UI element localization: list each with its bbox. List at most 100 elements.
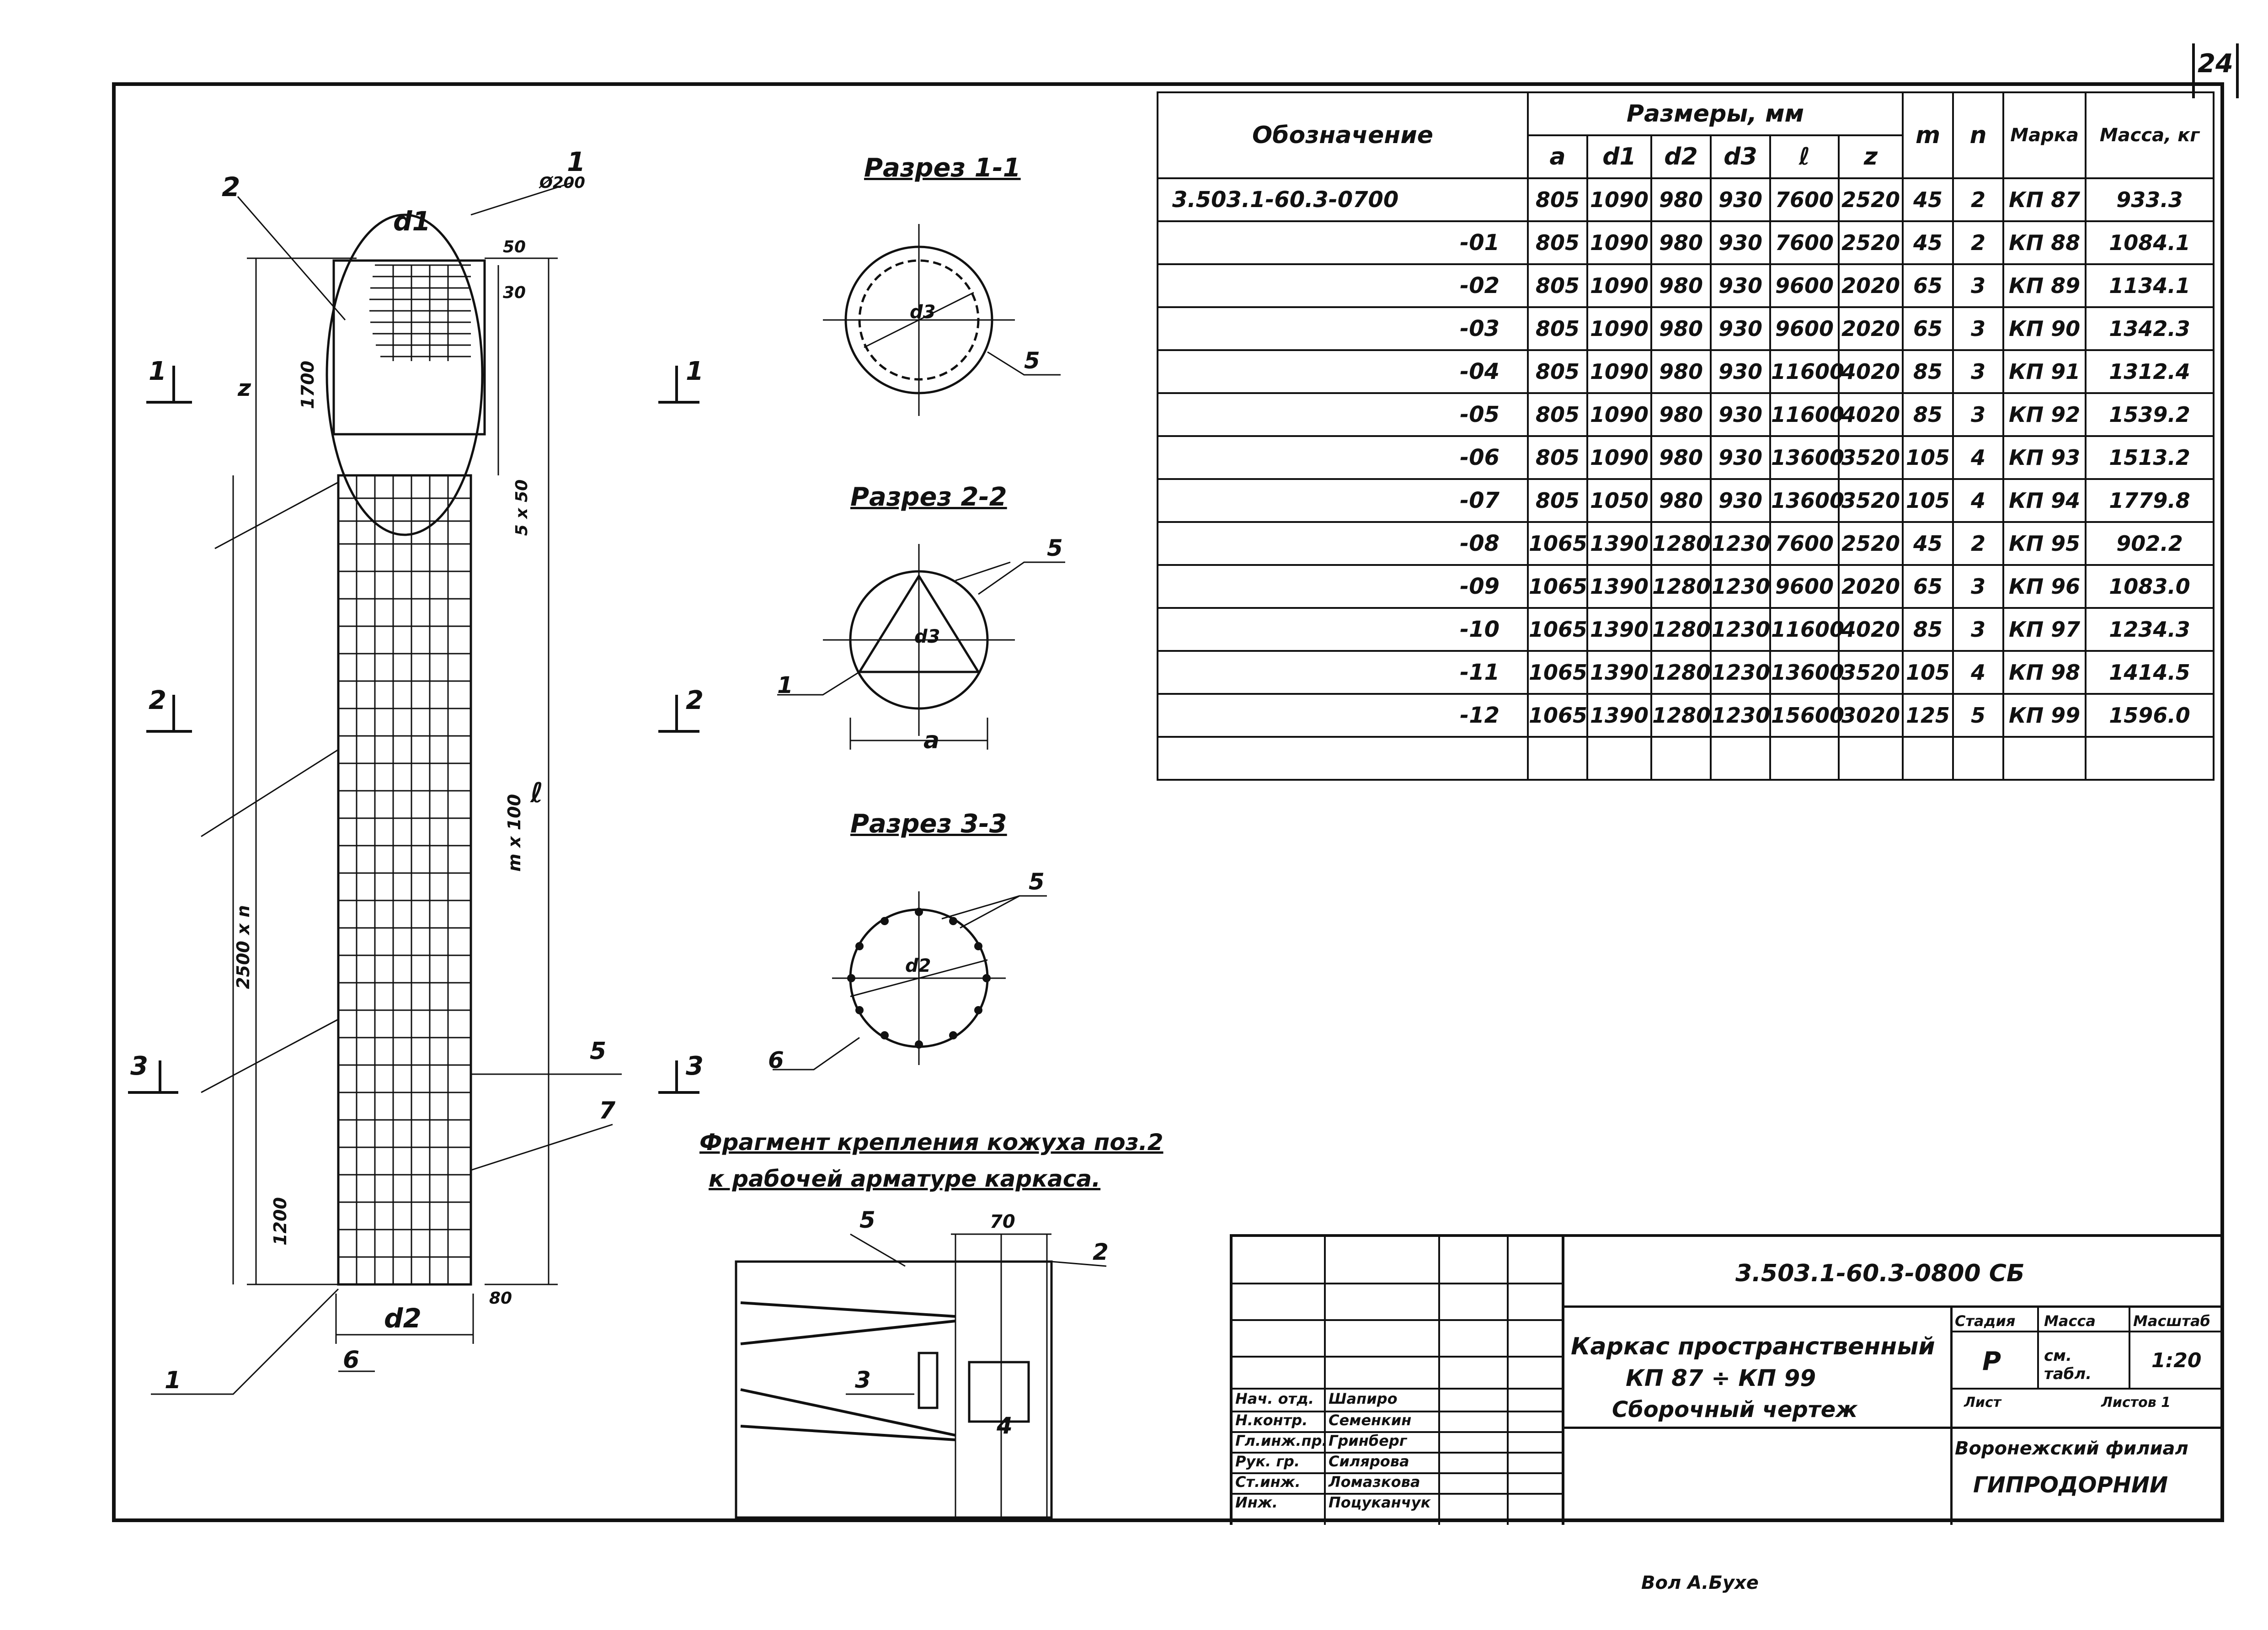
table-cell: 4020 (1837, 607, 1904, 652)
dim-m100-label: m x 100 (504, 794, 524, 872)
table-cell: 105 (1902, 650, 1954, 695)
cut-2-left: 2 (149, 686, 166, 715)
th-col-d1: d1 (1586, 134, 1652, 179)
fragment-pos4: 4 (997, 1412, 1013, 1439)
table-cell: 1390 (1586, 521, 1652, 566)
footer-signature: Вол А.Бухе (1641, 1572, 1759, 1593)
table-cell: 7600 (1769, 521, 1840, 566)
hatch (369, 264, 471, 361)
table-cell: 11600 (1769, 349, 1844, 394)
th-col-l: ℓ (1769, 134, 1840, 179)
designation-cell: -11 (1157, 650, 1529, 695)
table-cell: 65 (1902, 306, 1954, 351)
designation-cell: -08 (1157, 521, 1529, 566)
table-cell (1710, 736, 1771, 781)
table-cell: 980 (1650, 220, 1712, 265)
table-cell: 805 (1527, 220, 1588, 265)
designation-cell: -03 (1157, 306, 1529, 351)
table-cell: 3 (1952, 349, 2005, 394)
table-cell: 2520 (1837, 521, 1904, 566)
designation-cell: -07 (1157, 478, 1529, 523)
table-cell: 2 (1952, 177, 2005, 222)
table-cell (2085, 736, 2215, 781)
table-cell: 1230 (1710, 521, 1771, 566)
table-cell: 930 (1710, 177, 1771, 222)
designation-cell: -05 (1157, 392, 1529, 437)
table-cell: 1090 (1586, 263, 1652, 308)
table-cell: 1083.0 (2085, 564, 2215, 609)
scale-value: 1:20 (2151, 1349, 2202, 1372)
table-cell: 1342.3 (2085, 306, 2215, 351)
table-cell: 1280 (1650, 693, 1712, 738)
table-cell (1527, 736, 1588, 781)
table-cell: 1065 (1527, 650, 1588, 695)
table-cell: 65 (1902, 263, 1954, 308)
table-cell: 7600 (1769, 220, 1840, 265)
fragment-title-1: Фрагмент крепления кожуха поз.2 (699, 1129, 1163, 1156)
th-col-z: z (1837, 134, 1904, 179)
th-mass: Масса, кг (2085, 91, 2215, 179)
table-cell: КП 96 (2002, 564, 2087, 609)
table-cell: КП 94 (2002, 478, 2087, 523)
table-cell (1902, 736, 1954, 781)
table-cell: 930 (1710, 392, 1771, 437)
table-cell: 980 (1650, 306, 1712, 351)
sheet-label: Лист (1964, 1395, 2001, 1411)
table-cell: 85 (1902, 392, 1954, 437)
table-cell: 1090 (1586, 349, 1652, 394)
fragment-title-2: к рабочей арматуре каркаса. (709, 1166, 1101, 1192)
table-cell: 4 (1952, 435, 2005, 480)
table-cell: 1230 (1710, 564, 1771, 609)
table-cell: 7600 (1769, 177, 1840, 222)
table-cell: КП 91 (2002, 349, 2087, 394)
table-cell: 1090 (1586, 392, 1652, 437)
fragment-dim70: 70 (990, 1211, 1015, 1232)
table-cell: 15600 (1769, 693, 1844, 738)
table-cell: 2 (1952, 521, 2005, 566)
table-cell: 1779.8 (2085, 478, 2215, 523)
title-line-3: Сборочный чертеж (1612, 1397, 1857, 1422)
section-3-title: Разрез 3-3 (850, 809, 1007, 839)
mass-header: Масса (2044, 1312, 2096, 1330)
page-number: 24 (2192, 43, 2239, 98)
table-cell: КП 92 (2002, 392, 2087, 437)
th-m: m (1902, 91, 1954, 179)
dim-2500n-label: 2500 x n (233, 905, 253, 989)
table-cell (1650, 736, 1712, 781)
table-cell: 2 (1952, 220, 2005, 265)
section-3-d2: d2 (905, 955, 931, 976)
table-cell: 1390 (1586, 650, 1652, 695)
cut-1-left: 1 (149, 357, 166, 386)
table-cell: 805 (1527, 263, 1588, 308)
table-cell: 1230 (1710, 650, 1771, 695)
cut-3-right: 3 (686, 1051, 704, 1081)
table-cell: КП 99 (2002, 693, 2087, 738)
cut-2-right: 2 (686, 686, 704, 715)
table-cell: 45 (1902, 521, 1954, 566)
pos-6-label: 6 (343, 1346, 360, 1374)
table-cell: 3520 (1837, 650, 1904, 695)
th-mark: Марка (2002, 91, 2087, 179)
table-cell: 3520 (1837, 478, 1904, 523)
table-cell (2002, 736, 2087, 781)
th-designation: Обозначение (1157, 91, 1529, 179)
doc-code: 3.503.1-60.3-0800 СБ (1735, 1260, 2025, 1287)
designation-cell: 3.503.1-60.3-0700 (1157, 177, 1529, 222)
table-cell: 1065 (1527, 693, 1588, 738)
table-cell: 9600 (1769, 263, 1840, 308)
signoff-name: Ломазкова (1329, 1473, 1420, 1491)
z-label: z (238, 375, 251, 401)
table-cell (1837, 736, 1904, 781)
table-cell: 2520 (1837, 220, 1904, 265)
cage-mesh (338, 475, 471, 1284)
table-cell: 1090 (1586, 177, 1652, 222)
table-cell: 3 (1952, 306, 2005, 351)
